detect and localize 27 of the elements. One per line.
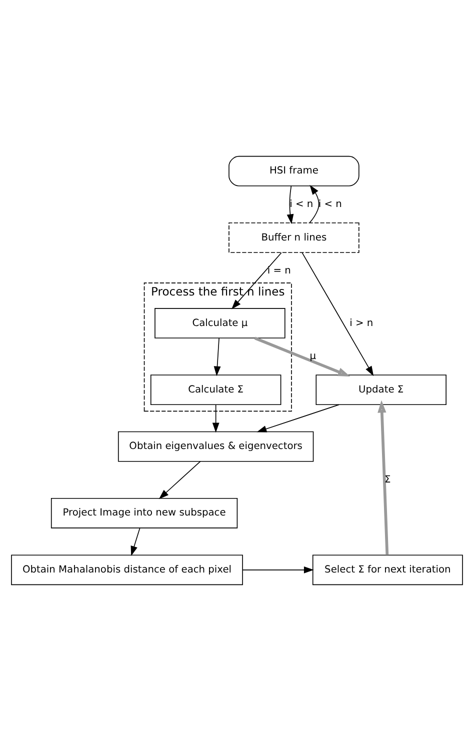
arrow: [130, 527, 140, 556]
edge-label: i < n: [318, 198, 342, 210]
node-box: Obtain eigenvalues & eigenvectors: [118, 430, 314, 462]
arrow: [242, 566, 314, 573]
edge-label: Σ: [384, 474, 391, 485]
arrow: [378, 400, 389, 554]
arrow: [254, 336, 350, 376]
edge-label: μ: [310, 350, 316, 362]
node-box: HSI frame: [228, 155, 360, 186]
arrow: [214, 337, 221, 376]
arrow: [256, 404, 340, 432]
arrow: [286, 185, 294, 224]
node-box: Obtain Mahalanobis distance of each pixel: [11, 554, 243, 585]
edge-label: i = n: [267, 265, 291, 276]
node-box: Buffer n lines: [228, 222, 360, 252]
node-box: Select Σ for next iteration: [312, 554, 463, 585]
edge-label: i > n: [350, 317, 374, 328]
node-box: Project Image into new subspace: [50, 497, 238, 528]
node-box: Calculate Σ: [150, 374, 282, 405]
arrow: [309, 184, 320, 223]
arrow: [302, 252, 374, 376]
arrow: [231, 252, 282, 309]
node-box: Update Σ: [316, 374, 446, 405]
node-box: Calculate μ: [154, 308, 286, 338]
arrow: [212, 404, 220, 432]
arrow: [158, 460, 201, 499]
edge-label: i < n: [290, 198, 314, 210]
